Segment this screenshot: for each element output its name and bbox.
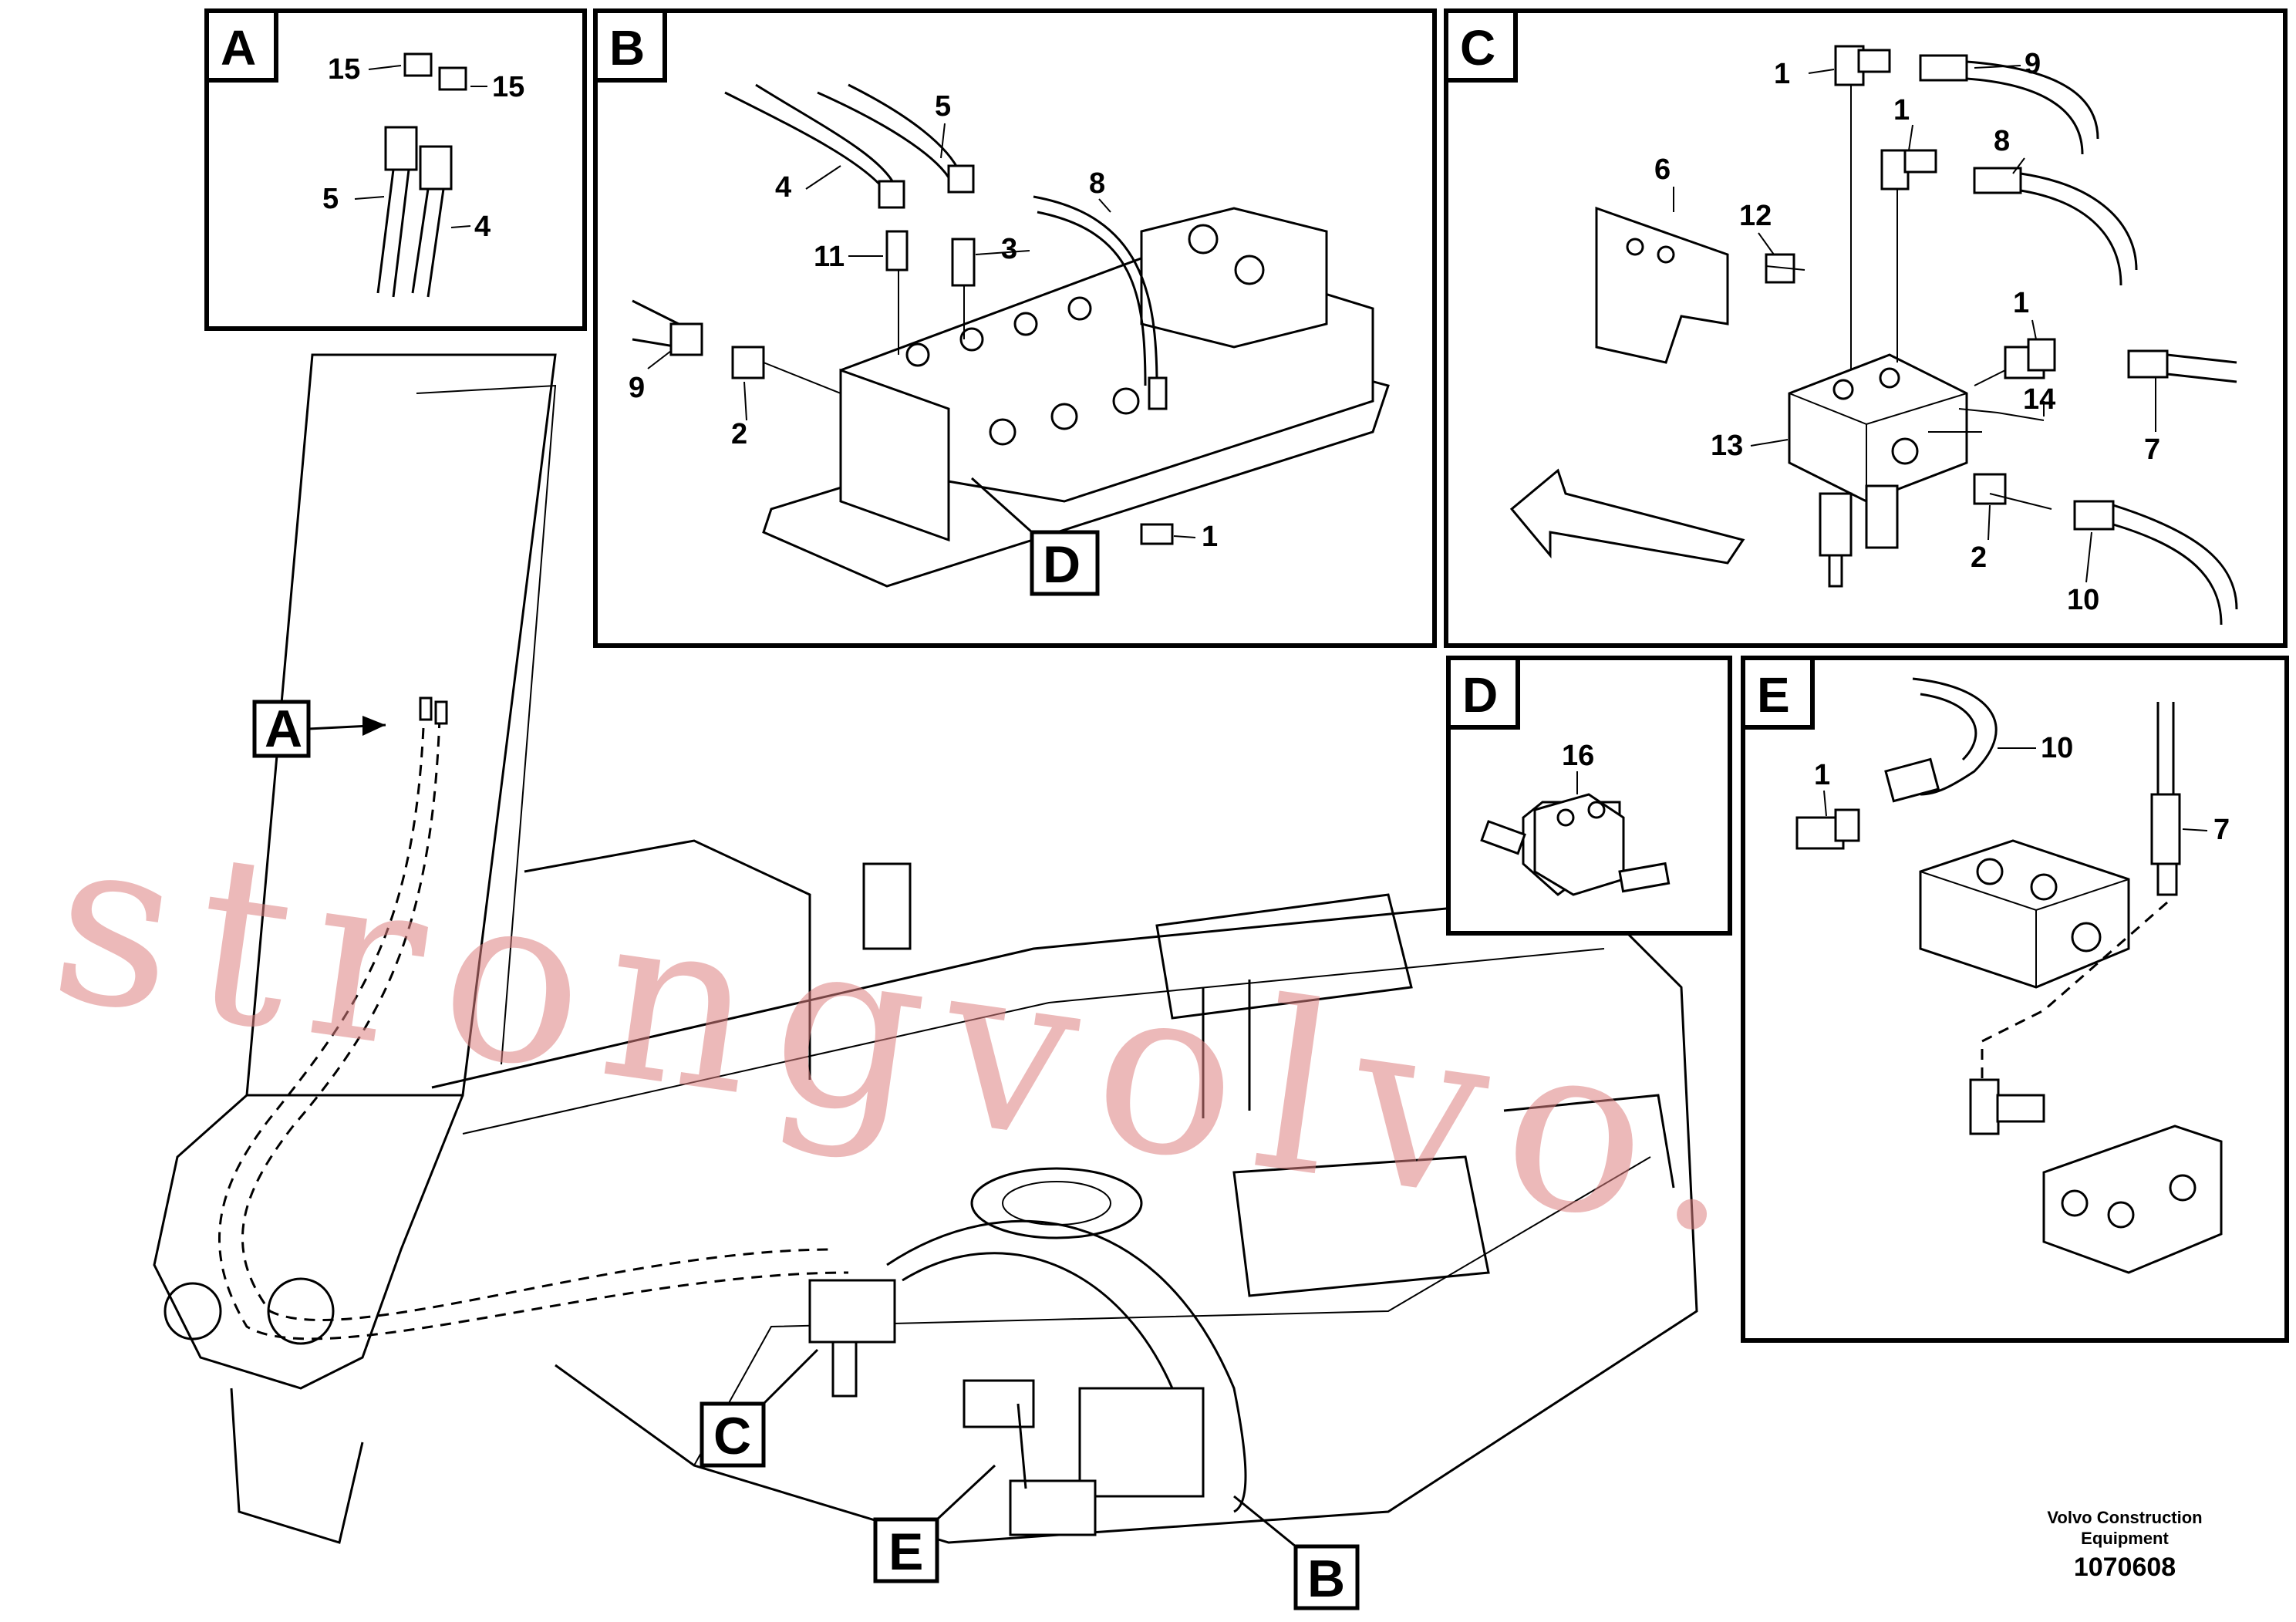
part-label: 1 — [1814, 759, 1830, 791]
callout-e-label: E — [888, 1523, 923, 1581]
part-label: 9 — [629, 372, 645, 404]
callout-a-label: A — [265, 700, 302, 758]
detail-a[interactable]: A 15 15 5 4 — [204, 8, 587, 331]
part-label: 1 — [2013, 287, 2029, 319]
callout-b[interactable]: B — [1233, 1495, 1360, 1610]
part-label: 10 — [2067, 584, 2099, 616]
part-label: 6 — [1654, 153, 1671, 186]
part-label: 2 — [731, 418, 747, 450]
part-label: 9 — [2025, 48, 2041, 80]
part-label: 16 — [1562, 740, 1594, 772]
part-label: 10 — [2041, 732, 2073, 764]
part-label: 5 — [322, 183, 339, 215]
detail-c-label: C — [1460, 20, 1495, 76]
detail-b[interactable]: B 5 4 8 11 3 9 2 1 — [593, 8, 1437, 648]
overview-drawing — [153, 353, 1698, 1544]
part-label: 15 — [492, 71, 524, 103]
part-label: 1 — [1893, 94, 1910, 126]
detail-e-label: E — [1757, 667, 1790, 723]
part-label: 5 — [935, 90, 951, 123]
callout-b-label: B — [1307, 1549, 1345, 1608]
part-label: 15 — [328, 53, 360, 86]
part-label: 4 — [775, 171, 791, 204]
part-label: 4 — [474, 211, 491, 243]
part-label: 2 — [1971, 541, 1987, 574]
part-label: 7 — [2144, 433, 2160, 466]
detail-c[interactable]: C 1 9 — [1444, 8, 2288, 648]
part-label: 14 — [2023, 383, 2055, 416]
callout-c[interactable]: C — [700, 1348, 819, 1468]
company-name-line1: Volvo Construction — [2047, 1508, 2202, 1527]
detail-e[interactable]: E 1 10 7 — [1741, 656, 2289, 1343]
callout-d-label: D — [1043, 535, 1081, 594]
detail-b-label: B — [609, 20, 645, 76]
part-label: 11 — [814, 241, 845, 273]
part-label: 8 — [1994, 125, 2010, 157]
part-label: 3 — [1001, 233, 1017, 265]
part-label: 12 — [1739, 200, 1772, 232]
detail-d[interactable]: D 16 — [1446, 656, 1732, 936]
part-label: 1 — [1774, 58, 1790, 90]
drawing-number: 1070608 — [2074, 1553, 2176, 1582]
callout-a[interactable]: A — [252, 700, 386, 758]
part-label: 13 — [1711, 430, 1743, 462]
callout-e[interactable]: E — [873, 1464, 996, 1583]
company-name-line2: Equipment — [2081, 1529, 2169, 1548]
detail-a-label: A — [221, 20, 256, 76]
detail-d-label: D — [1462, 667, 1498, 723]
part-label: 8 — [1089, 167, 1105, 200]
callout-c-label: C — [713, 1407, 751, 1465]
part-label: 7 — [2213, 814, 2230, 846]
footer: Volvo Construction Equipment 1070608 — [2047, 1508, 2202, 1582]
part-label: 1 — [1202, 521, 1218, 553]
